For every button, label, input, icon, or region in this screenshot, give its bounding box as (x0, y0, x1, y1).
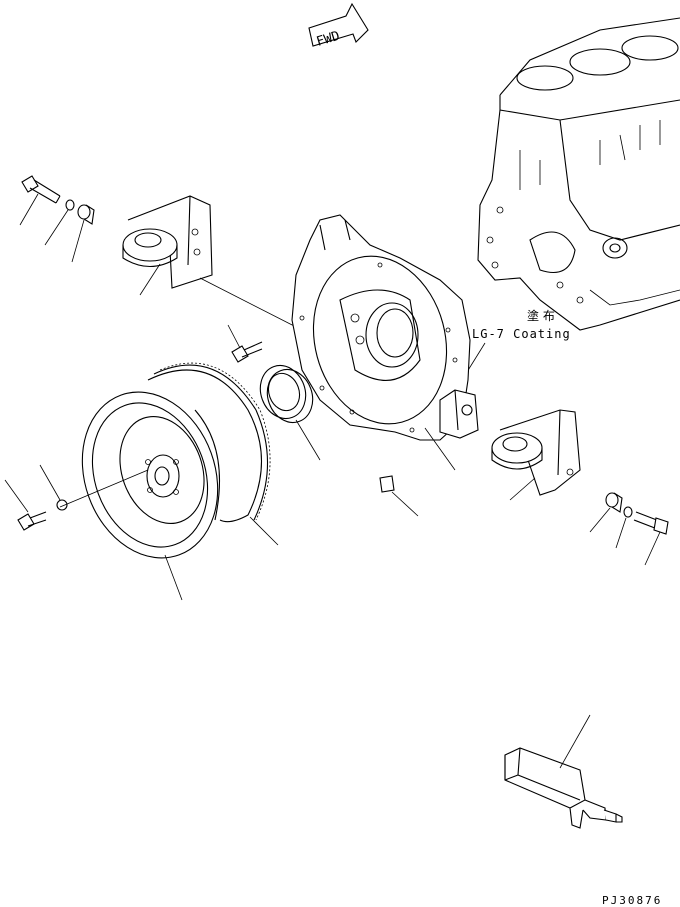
left-mount-spacer (77, 204, 95, 225)
flywheel-housing (291, 214, 479, 441)
housing-plug (379, 475, 395, 493)
left-mount-washer (65, 199, 75, 211)
left-mount-bolt (21, 175, 61, 204)
oil-seal (259, 364, 314, 424)
ring-gear (147, 362, 271, 523)
coating-label-jp: 塗 布 (527, 308, 555, 323)
coating-label-en: LG-7 Coating (472, 327, 571, 341)
right-engine-mount (491, 409, 581, 496)
drawing-code: PJ30876 (602, 894, 662, 907)
flywheel-washer (56, 499, 68, 511)
flywheel-bolt (17, 511, 47, 531)
right-mount-washer (623, 506, 633, 518)
engine-block (477, 17, 680, 331)
right-mount-bolt (633, 511, 669, 535)
left-engine-mount (122, 195, 213, 289)
flywheel (81, 391, 221, 559)
housing-bolt (231, 341, 263, 363)
fwd-arrow-icon: FWD (308, 2, 369, 50)
fwd-arrow-label: FWD (315, 29, 342, 50)
right-mount-spacer (605, 492, 623, 513)
special-tool (504, 747, 623, 829)
